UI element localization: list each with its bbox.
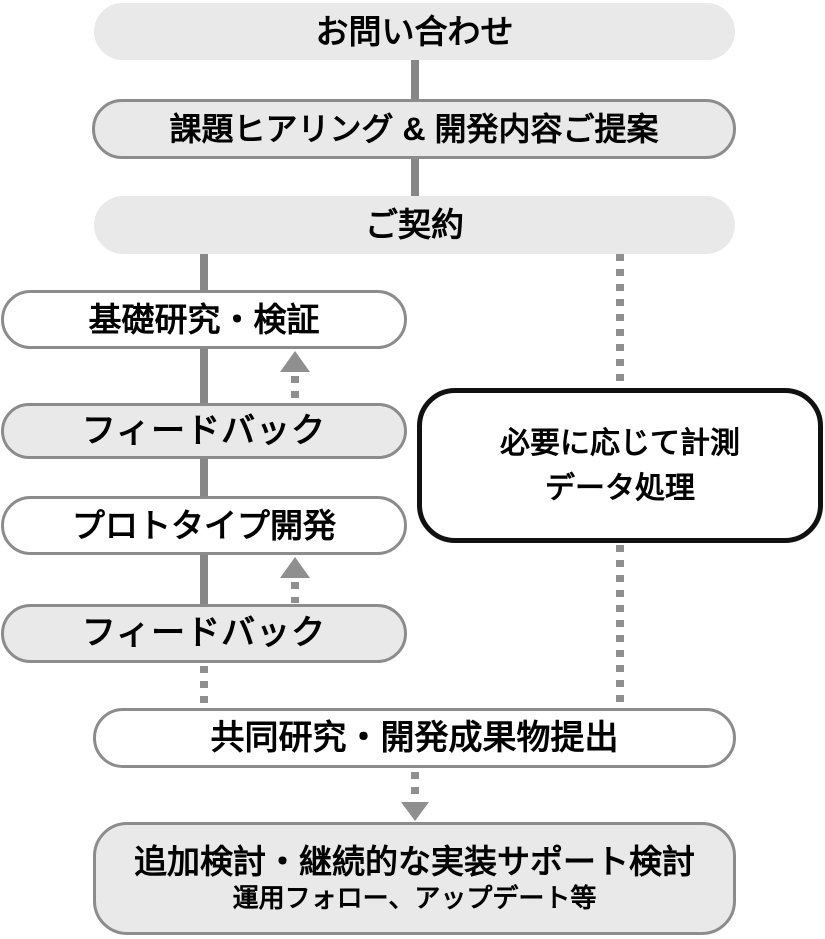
arrowhead-up-icon [280,557,310,578]
measurement-line-1: 必要に応じて計測 [500,426,740,460]
node-feedback-2: フィードバック [1,604,407,663]
node-additional-support: 追加検討・継続的な実装サポート検討 運用フォロー、アップデート等 [93,822,736,935]
feedback1-arrow-dash [291,376,299,399]
node-measurement-data-processing: 必要に応じて計測 データ処理 [417,388,823,543]
measurement-line-2: データ処理 [545,471,695,505]
node-deliverables-submission: 共同研究・開発成果物提出 [93,708,736,768]
arrowhead-down-icon [401,802,429,821]
connector-feedback2-deliverables-dashed [200,666,208,708]
connector-inquiry-hearing [411,60,419,100]
support-subtitle: 運用フォロー、アップデート等 [232,883,597,914]
support-title: 追加検討・継続的な実装サポート検討 [134,842,695,880]
node-prototype-development: プロトタイプ開発 [1,496,407,555]
node-basic-research: 基礎研究・検証 [1,290,407,349]
node-contract: ご契約 [94,196,735,254]
deliverables-support-arrow-dash [411,772,419,802]
node-hearing-proposal: 課題ヒアリング & 開発内容ご提案 [92,99,736,159]
connector-feedback1-prototype [200,459,208,496]
connector-measurement-deliverables-dotted [616,545,624,708]
connector-research-feedback1 [200,349,208,403]
node-inquiry: お問い合わせ [94,3,735,60]
connector-hearing-contract [411,159,419,196]
connector-contract-measurement-dotted [616,254,624,388]
feedback2-arrow-dash [291,582,299,603]
arrowhead-up-icon [280,351,310,372]
node-feedback-1: フィードバック [1,403,407,459]
connector-prototype-feedback2 [200,555,208,604]
connector-contract-research [200,254,208,290]
